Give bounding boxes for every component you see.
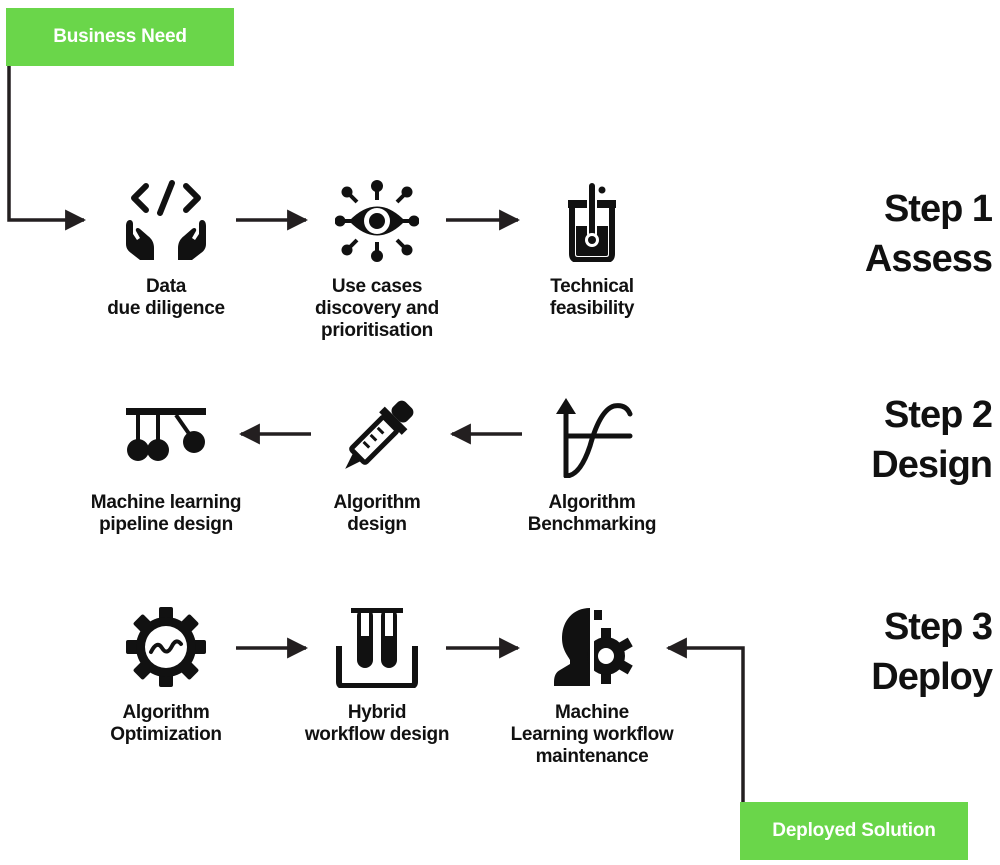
node-use-cases: Use cases discovery and prioritisation <box>277 180 477 342</box>
step-name: Design <box>871 444 993 486</box>
function-graph-icon <box>556 398 633 478</box>
node-label: Use cases discovery and prioritisation <box>315 276 439 341</box>
node-technical-feasibility: Technical feasibility <box>492 180 692 320</box>
step-number: Step 1 <box>883 188 993 230</box>
node-label: Technical feasibility <box>549 276 635 319</box>
node-algorithm-benchmarking: Algorithm Benchmarking <box>492 396 692 536</box>
node-algorithm-optimization: Algorithm Optimization <box>66 606 266 746</box>
code-hands-icon <box>126 180 206 260</box>
node-label: Algorithm Benchmarking <box>527 492 657 535</box>
step-2-title: Step 2 Design <box>832 390 993 490</box>
business-need-label: Business Need <box>53 26 187 47</box>
gear-chart-icon <box>126 607 206 687</box>
step-number: Step 3 <box>883 606 993 648</box>
node-hybrid-workflow: Hybrid workflow design <box>277 606 477 746</box>
node-label: Machine learning pipeline design <box>90 492 242 535</box>
deployed-solution-connector <box>665 637 745 802</box>
node-label: Hybrid workflow design <box>304 702 450 745</box>
node-ml-workflow-maintenance: Machine Learning workflow maintenance <box>492 606 692 768</box>
step-name: Deploy <box>871 656 993 698</box>
head-gear-icon <box>554 608 633 688</box>
node-label: Machine Learning workflow maintenance <box>510 702 674 767</box>
step-name: Assess <box>864 238 993 280</box>
deployed-solution-box: Deployed Solution <box>740 802 968 860</box>
deployed-solution-label: Deployed Solution <box>772 820 936 841</box>
step-number: Step 2 <box>883 394 993 436</box>
dropper-icon <box>345 400 414 469</box>
business-need-box: Business Need <box>6 8 234 66</box>
pendulum-icon <box>126 408 206 461</box>
node-label: Algorithm design <box>333 492 421 535</box>
test-tubes-icon <box>336 608 418 688</box>
eye-network-icon <box>335 180 419 262</box>
node-algorithm-design: Algorithm design <box>277 396 477 536</box>
node-data-due-diligence: Data due diligence <box>66 180 266 320</box>
step-1-title: Step 1 Assess <box>832 184 993 284</box>
node-ml-pipeline-design: Machine learning pipeline design <box>66 396 266 536</box>
beaker-icon <box>568 181 616 262</box>
node-label: Data due diligence <box>107 276 225 319</box>
business-need-connector <box>7 66 87 231</box>
node-label: Algorithm Optimization <box>110 702 222 745</box>
step-3-title: Step 3 Deploy <box>832 602 993 702</box>
